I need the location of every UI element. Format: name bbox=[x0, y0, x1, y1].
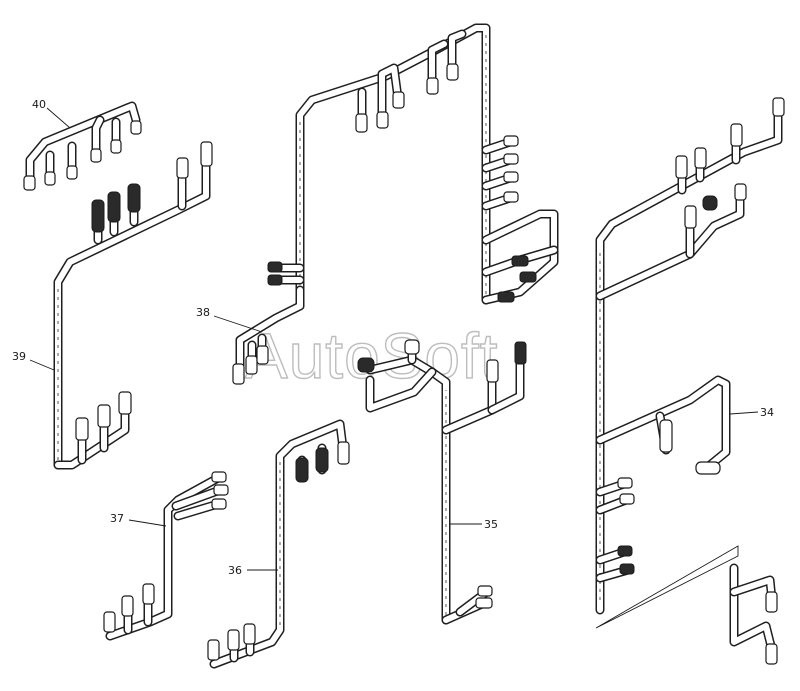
harness-37 bbox=[103, 471, 229, 641]
harness-39 bbox=[53, 141, 213, 470]
harness-38 bbox=[232, 23, 559, 385]
callout-34-label: 34 bbox=[760, 406, 774, 419]
harness-34 bbox=[595, 97, 785, 665]
callout-37: 37 bbox=[110, 512, 167, 527]
harness-36 bbox=[207, 419, 350, 669]
callout-39: 39 bbox=[12, 350, 55, 371]
harness-35 bbox=[357, 339, 527, 625]
callout-40-label: 40 bbox=[32, 98, 46, 111]
harness-40 bbox=[23, 101, 142, 191]
callout-34: 34 bbox=[729, 406, 774, 419]
callout-36: 36 bbox=[228, 564, 278, 577]
callout-40: 40 bbox=[32, 98, 71, 129]
callout-35: 35 bbox=[450, 518, 498, 531]
callout-39-label: 39 bbox=[12, 350, 26, 363]
callout-35-label: 35 bbox=[484, 518, 498, 531]
callout-36-label: 36 bbox=[228, 564, 242, 577]
callout-37-label: 37 bbox=[110, 512, 124, 525]
callout-38: 38 bbox=[196, 306, 263, 333]
callout-38-label: 38 bbox=[196, 306, 210, 319]
